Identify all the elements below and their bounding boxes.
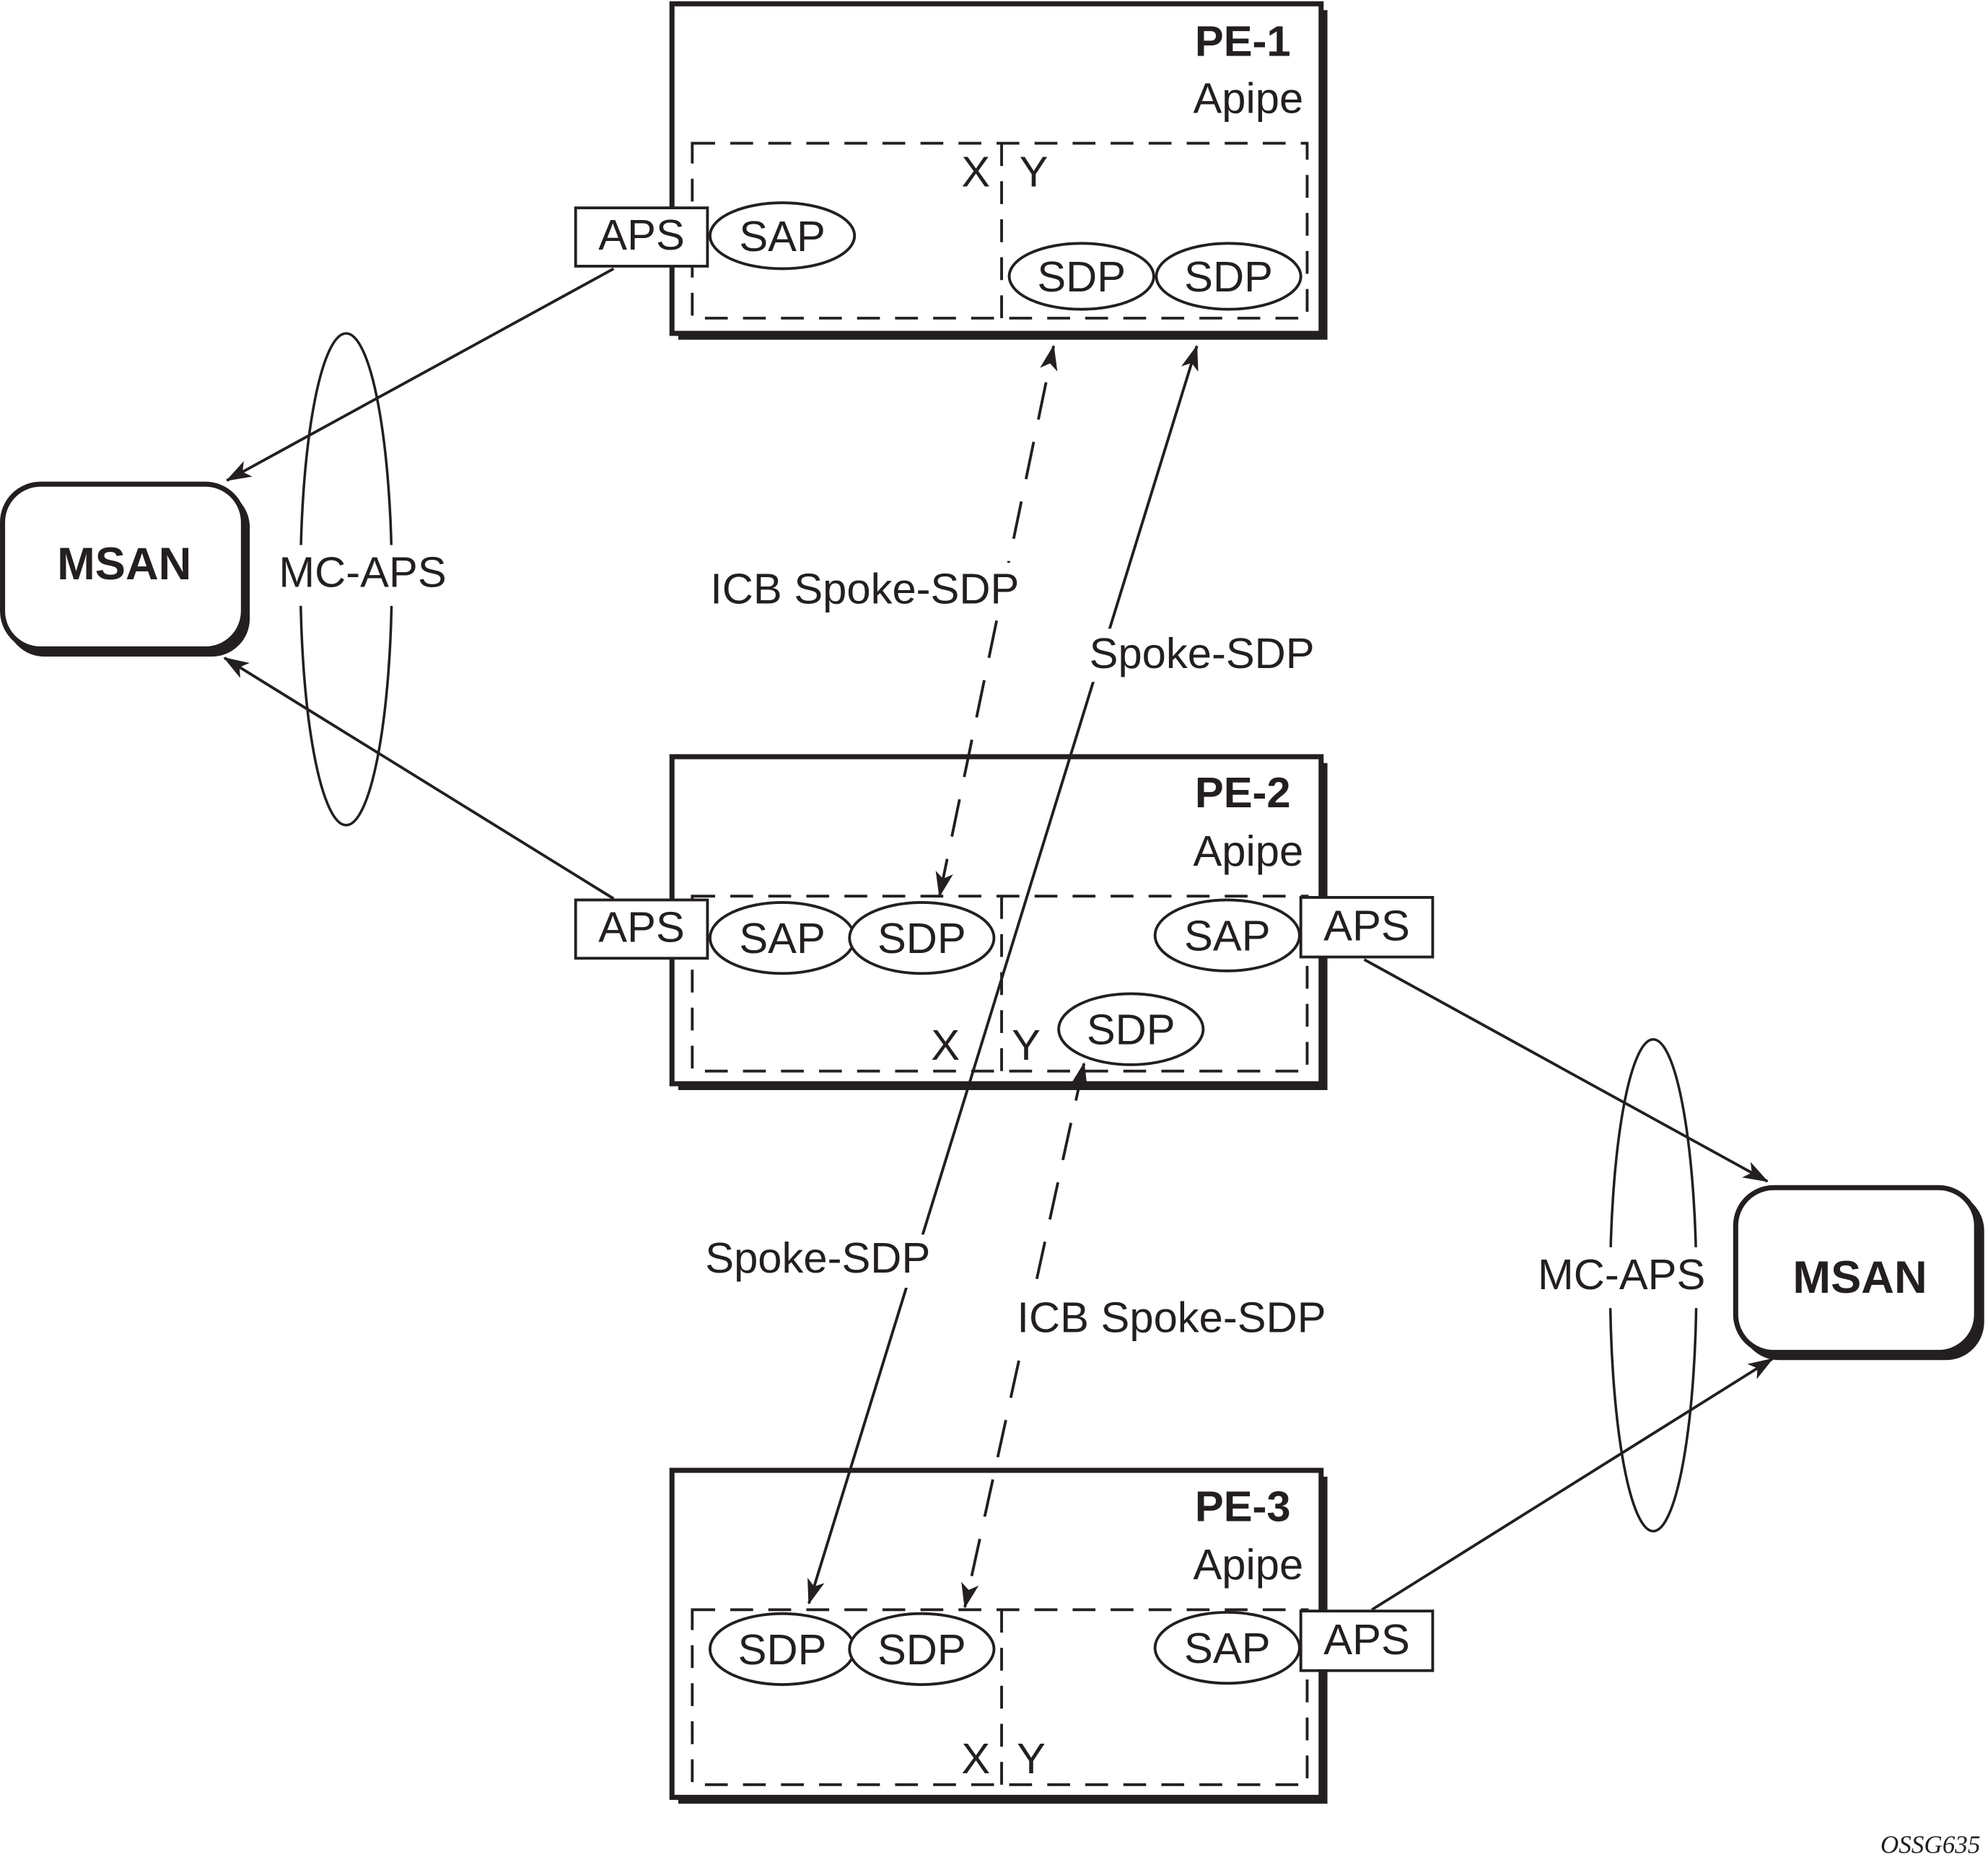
pe1-x-label: X — [961, 147, 990, 196]
pe1-aps-port[interactable]: APS — [574, 206, 709, 268]
spoke-upper-label: Spoke-SDP — [1090, 629, 1315, 677]
pe3-x-label: X — [961, 1734, 990, 1783]
pe2-sdp-y-label: SDP — [1087, 1006, 1175, 1054]
msan-left-node[interactable]: MSAN — [0, 481, 250, 657]
pe2-sdp-left[interactable]: SDP — [848, 901, 996, 975]
pe2-sap-left[interactable]: SAP — [709, 901, 857, 975]
pe1-title: PE-1 — [1195, 17, 1291, 65]
pe1-service: Apipe — [1193, 74, 1303, 122]
pe1-sdp-a[interactable]: SDP — [1007, 242, 1155, 311]
msan-right-node[interactable]: MSAN — [1733, 1185, 1984, 1361]
pe2-sap-left-label: SAP — [739, 914, 826, 962]
pe2-y-label: Y — [1012, 1021, 1041, 1069]
pe2-aps-left-label: APS — [598, 903, 684, 951]
pe2-service: Apipe — [1193, 827, 1303, 875]
pe1-sap-ellipse — [709, 201, 857, 271]
pe1-sdp-a-ellipse — [1007, 242, 1155, 311]
pe1-sdp-b-ellipse — [1155, 242, 1302, 311]
pe2-sdp-y[interactable]: SDP — [1057, 992, 1205, 1066]
pe3-aps-port[interactable]: APS — [1299, 1610, 1435, 1672]
pe2-aps-right-label: APS — [1323, 902, 1410, 950]
link-pe2-aps-to-msan-right[interactable] — [1363, 958, 1769, 1183]
pe2-aps-left-box — [574, 898, 709, 960]
pe3-sdp-b[interactable]: SDP — [848, 1612, 996, 1686]
pe3-sdp-a[interactable]: SDP — [709, 1612, 857, 1686]
pe3-y-label: Y — [1017, 1734, 1046, 1783]
pe2-x-label: X — [931, 1021, 960, 1069]
pe1-sap-label: SAP — [739, 212, 826, 260]
icb-upper-label: ICB Spoke-SDP — [710, 564, 1019, 612]
icb-lower-label: ICB Spoke-SDP — [1017, 1294, 1326, 1342]
mc-aps-right-label-bg — [1523, 1247, 1717, 1309]
link-spoke-pe1-pe3[interactable] — [807, 344, 1199, 1605]
pe2-aps-right-port[interactable]: APS — [1299, 896, 1435, 959]
pe3-aps-box — [1299, 1610, 1435, 1672]
pe1-sdp-a-label: SDP — [1037, 252, 1126, 301]
pe2-sap-right[interactable]: SAP — [1153, 898, 1301, 972]
mc-aps-left-label: MC-APS — [279, 548, 446, 596]
pe3-title: PE-3 — [1195, 1482, 1291, 1530]
pe2-sdp-left-label: SDP — [877, 914, 966, 962]
pe3-sap[interactable]: SAP — [1153, 1610, 1301, 1685]
pe3-sdp-b-ellipse — [848, 1612, 996, 1686]
link-pe3-aps-to-msan-right[interactable] — [1371, 1357, 1774, 1611]
pe1-sap[interactable]: SAP — [709, 201, 857, 271]
pe3-service-outline — [691, 1608, 1309, 1786]
pe3-node[interactable]: PE-3 Apipe X Y SDP SDP SAP APS — [669, 1467, 1435, 1804]
msan-left-box — [0, 481, 246, 652]
link-pe1-aps-to-msan-left[interactable] — [225, 267, 615, 482]
spoke-lower-label-bg — [689, 1234, 946, 1288]
pe1-sdp-b-label: SDP — [1184, 252, 1273, 301]
pe1-node[interactable]: PE-1 Apipe X Y APS SAP SDP SDP — [574, 1, 1328, 340]
pe1-aps-label: APS — [598, 211, 684, 259]
pe1-y-label: Y — [1020, 147, 1048, 196]
msan-right-box — [1733, 1185, 1979, 1356]
msan-right-label: MSAN — [1792, 1252, 1927, 1303]
pe1-aps-box — [574, 206, 709, 268]
pe3-service: Apipe — [1193, 1540, 1303, 1589]
mc-aps-left-label-bg — [266, 545, 457, 606]
pe3-sap-label: SAP — [1184, 1624, 1271, 1672]
pe2-aps-right-box — [1299, 896, 1435, 959]
icb-lower-label-bg — [997, 1293, 1347, 1346]
spoke-upper-label-bg — [1074, 628, 1331, 682]
figure-id: OSSG635 — [1880, 1831, 1981, 1859]
pe1-sdp-b[interactable]: SDP — [1155, 242, 1302, 311]
pe2-title: PE-2 — [1195, 768, 1291, 817]
spoke-lower-label: Spoke-SDP — [705, 1234, 930, 1282]
pe2-node[interactable]: PE-2 Apipe X Y APS SAP SDP SAP APS SDP — [574, 754, 1435, 1091]
link-pe2-aps-to-msan-left[interactable] — [223, 656, 615, 900]
pe2-sap-right-label: SAP — [1184, 912, 1271, 960]
pe2-aps-left-port[interactable]: APS — [574, 898, 709, 960]
mc-aps-right-label: MC-APS — [1538, 1250, 1705, 1299]
icb-upper-label-bg — [687, 563, 1043, 616]
pe3-aps-label: APS — [1323, 1615, 1410, 1664]
pe3-sdp-b-label: SDP — [877, 1625, 966, 1674]
msan-left-label: MSAN — [57, 539, 191, 589]
pe3-sdp-a-label: SDP — [738, 1625, 827, 1674]
